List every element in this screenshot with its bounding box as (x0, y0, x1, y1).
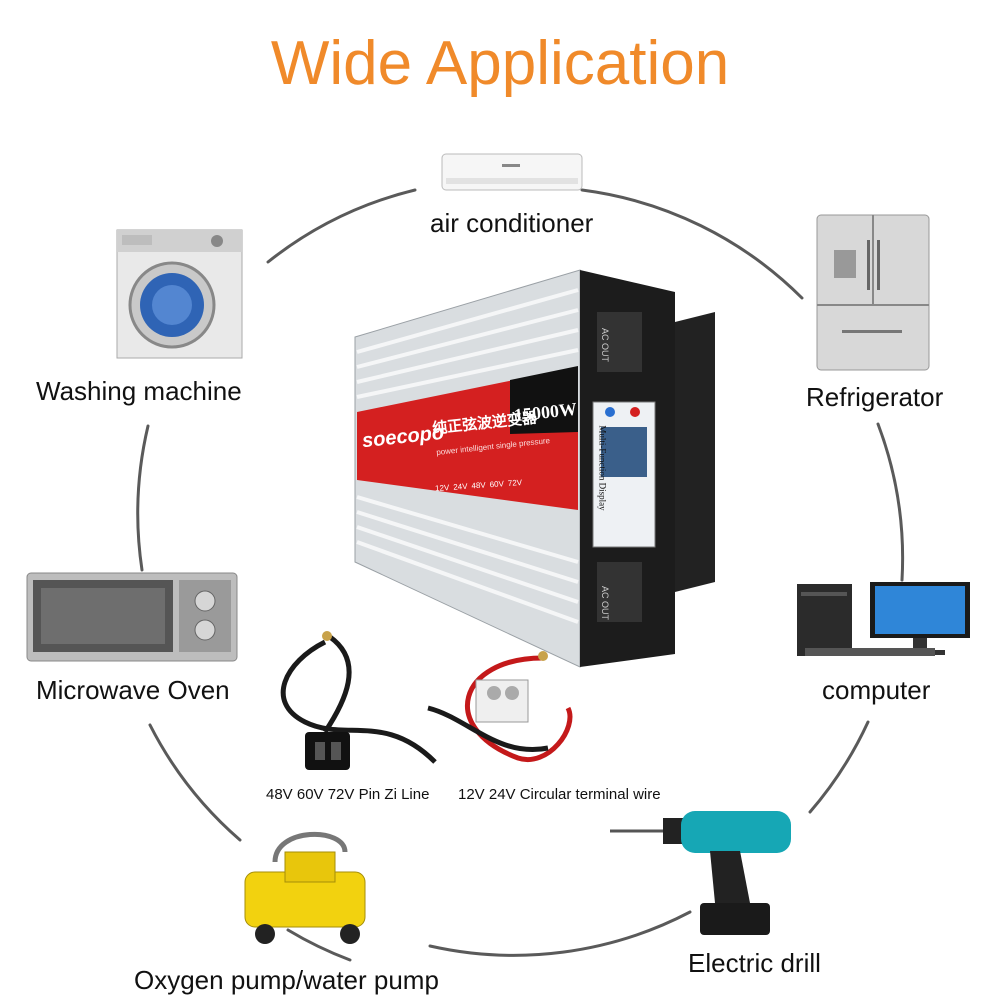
refrigerator-label: Refrigerator (806, 382, 944, 412)
refrigerator-image (816, 214, 930, 371)
voltage-item: 24V (452, 481, 468, 492)
page-title: Wide Application (270, 29, 730, 98)
ac-out-label-bottom: AC OUT (600, 585, 611, 621)
computer-label: computer (822, 675, 931, 705)
computer-image (797, 582, 970, 656)
electric-drill-image (610, 811, 791, 935)
pump-label: Oxygen pump/water pump (134, 965, 439, 995)
air-conditioner-label: air conditioner (430, 208, 594, 238)
ac-out-label-top: AC OUT (600, 327, 611, 363)
terminal-wire-label: 12V 24V Circular terminal wire (458, 786, 661, 803)
air-pump-image (244, 831, 366, 944)
microwave-image (26, 572, 238, 662)
display-label: Multi-Function Display (597, 425, 608, 511)
voltage-item: 60V (489, 479, 505, 490)
voltage-item: 12V (434, 483, 450, 494)
terminal-wire-image (427, 651, 573, 763)
microwave-label: Microwave Oven (36, 675, 230, 705)
washing-machine-label: Washing machine (36, 376, 242, 406)
pin-line-label: 48V 60V 72V Pin Zi Line (266, 786, 430, 803)
washing-machine-image (116, 229, 243, 359)
inverter-product-image (354, 269, 715, 668)
voltage-item: 72V (507, 477, 523, 488)
pin-cable-image (280, 631, 437, 770)
air-conditioner-image (441, 153, 583, 191)
drill-label: Electric drill (688, 948, 821, 978)
voltage-item: 48V (471, 480, 486, 491)
